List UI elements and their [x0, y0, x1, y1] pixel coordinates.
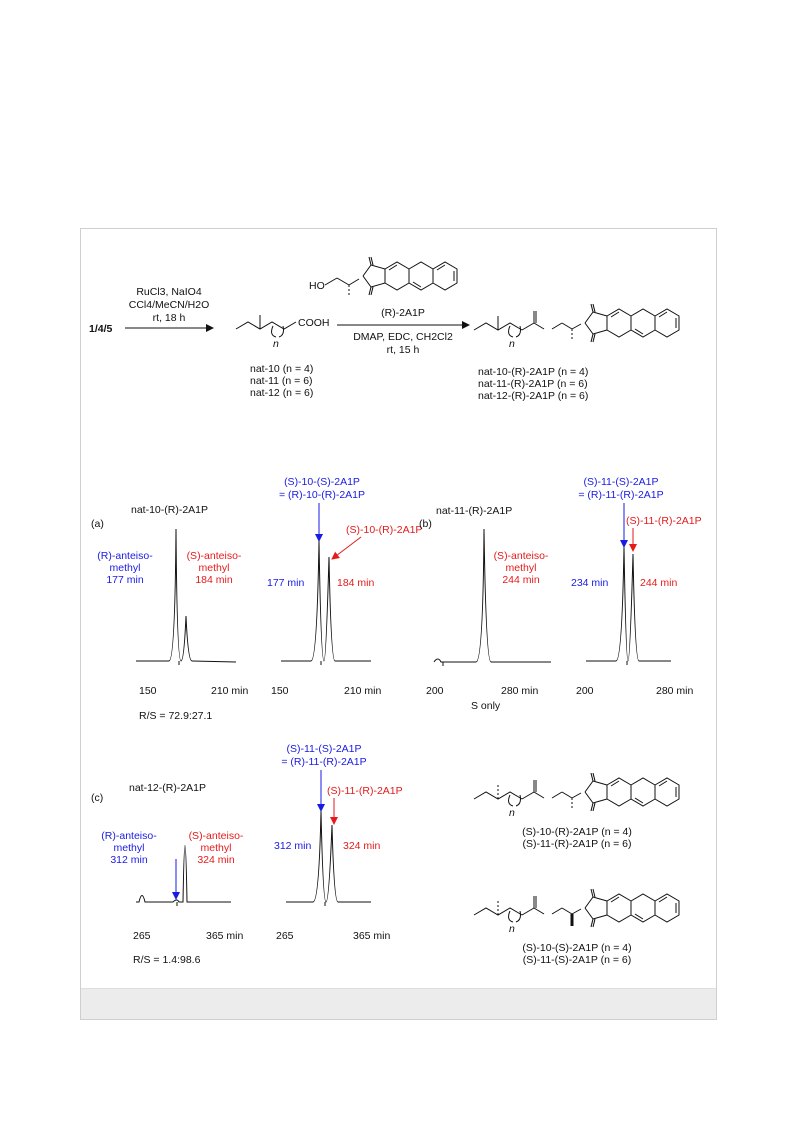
acid-1: nat-10 (n = 4): [250, 363, 313, 375]
b2-t1: 234 min: [571, 577, 609, 589]
a-axis-start: 150: [139, 685, 157, 697]
b-s-label-3: 244 min: [502, 574, 540, 586]
c-r-label-1: (R)-anteiso-: [101, 830, 157, 842]
c-s-label-3: 324 min: [197, 854, 235, 866]
a2-red-arrow: [331, 536, 362, 560]
step2-cond-1: DMAP, EDC, CH2Cl2: [353, 331, 453, 343]
step2-reagent: (R)-2A1P: [381, 307, 425, 319]
a2-top-2: = (R)-10-(R)-2A1P: [279, 489, 365, 501]
step1-cond-1: RuCl3, NaIO4: [136, 286, 202, 298]
b2-top-2: = (R)-11-(R)-2A1P: [578, 489, 663, 501]
a-s-label-2: methyl: [199, 562, 230, 574]
c-r-label-2: methyl: [114, 842, 145, 854]
c2-red-label: (S)-11-(R)-2A1P: [327, 785, 403, 797]
a-r-label-1: (R)-anteiso-: [97, 550, 153, 562]
figure-footer-bar: [81, 988, 716, 1019]
trace-c2: [286, 810, 371, 903]
struct1-n: n: [509, 807, 515, 819]
a-s-label-1: (S)-anteiso-: [187, 550, 242, 562]
c-axis-start: 265: [133, 930, 151, 942]
b2-top-1: (S)-11-(S)-2A1P: [583, 476, 658, 488]
c2-top-2: = (R)-11-(R)-2A1P: [281, 756, 366, 768]
acid-group: COOH: [298, 317, 330, 329]
a2-red-label: (S)-10-(R)-2A1P: [346, 524, 422, 536]
b2-axis-end: 280 min: [656, 685, 694, 697]
b2-axis-start: 200: [576, 685, 594, 697]
a-r-label-2: methyl: [110, 562, 141, 574]
panel-a-title: nat-10-(R)-2A1P: [131, 504, 208, 516]
struct2-label-2: (S)-11-(S)-2A1P (n = 6): [523, 954, 631, 966]
c-s-label-2: methyl: [201, 842, 232, 854]
step1-cond-2: CCl4/MeCN/H2O: [129, 299, 210, 311]
a-r-label-3: 177 min: [106, 574, 144, 586]
ester-2: nat-11-(R)-2A1P (n = 6): [478, 378, 588, 390]
b2-red-label: (S)-11-(R)-2A1P: [626, 515, 702, 527]
reagent-structure: HO: [309, 256, 458, 297]
c2-axis-end: 365 min: [353, 930, 391, 942]
b2-t2: 244 min: [640, 577, 678, 589]
a2-axis-start: 150: [271, 685, 289, 697]
panel-b-label: (b): [419, 518, 432, 530]
ester-n-label: n: [509, 338, 515, 350]
ester-1: nat-10-(R)-2A1P (n = 4): [478, 366, 588, 378]
trace-a2: [281, 540, 371, 662]
a-s-label-3: 184 min: [195, 574, 233, 586]
struct2-n: n: [509, 923, 515, 935]
struct1-label-2: (S)-11-(R)-2A1P (n = 6): [522, 838, 631, 850]
reagent-ho: HO: [309, 280, 325, 292]
a2-t1: 177 min: [267, 577, 305, 589]
trace-a: [136, 528, 237, 663]
figure-canvas: 1/4/5 RuCl3, NaIO4 CCl4/MeCN/H2O rt, 18 …: [89, 256, 702, 966]
c-ratio: R/S = 1.4:98.6: [133, 954, 201, 966]
trace-c: [136, 845, 231, 903]
acid-2: nat-11 (n = 6): [250, 375, 313, 387]
b-note: S only: [471, 700, 501, 712]
b-axis-start: 200: [426, 685, 444, 697]
c2-axis-start: 265: [276, 930, 294, 942]
a2-top-1: (S)-10-(S)-2A1P: [284, 476, 360, 488]
n-label: n: [273, 338, 279, 350]
b-s-label-1: (S)-anteiso-: [494, 550, 549, 562]
c-r-label-3: 312 min: [110, 854, 148, 866]
c2-top-1: (S)-11-(S)-2A1P: [286, 743, 361, 755]
c-s-label-1: (S)-anteiso-: [189, 830, 244, 842]
struct2-label-1: (S)-10-(S)-2A1P (n = 4): [522, 942, 631, 954]
panel-c-title: nat-12-(R)-2A1P: [129, 782, 206, 794]
step1-cond-3: rt, 18 h: [153, 312, 186, 324]
ester-3: nat-12-(R)-2A1P (n = 6): [478, 390, 588, 402]
c-axis-end: 365 min: [206, 930, 244, 942]
panel-a-label: (a): [91, 518, 104, 530]
trace-b2: [586, 546, 671, 662]
panel-c-label: (c): [91, 792, 103, 804]
step2-cond-2: rt, 15 h: [387, 344, 420, 356]
a2-t2: 184 min: [337, 577, 375, 589]
a2-axis-end: 210 min: [344, 685, 382, 697]
a-ratio: R/S = 72.9:27.1: [139, 710, 212, 722]
acid-3: nat-12 (n = 6): [250, 387, 313, 399]
structure-s-s: n: [473, 888, 680, 935]
trace-b: [433, 528, 551, 663]
start-label: 1/4/5: [89, 323, 113, 335]
ester-structure: n: [473, 303, 680, 350]
acid-structure: n COOH: [235, 315, 330, 350]
b-s-label-2: methyl: [506, 562, 537, 574]
struct1-label-1: (S)-10-(R)-2A1P (n = 4): [522, 826, 632, 838]
figure-frame: 1/4/5 RuCl3, NaIO4 CCl4/MeCN/H2O rt, 18 …: [80, 228, 717, 1020]
c2-t1: 312 min: [274, 840, 312, 852]
panel-b-title: nat-11-(R)-2A1P: [436, 505, 512, 517]
c2-t2: 324 min: [343, 840, 381, 852]
structure-s-r: n: [473, 772, 680, 819]
b-axis-end: 280 min: [501, 685, 539, 697]
a-axis-end: 210 min: [211, 685, 249, 697]
